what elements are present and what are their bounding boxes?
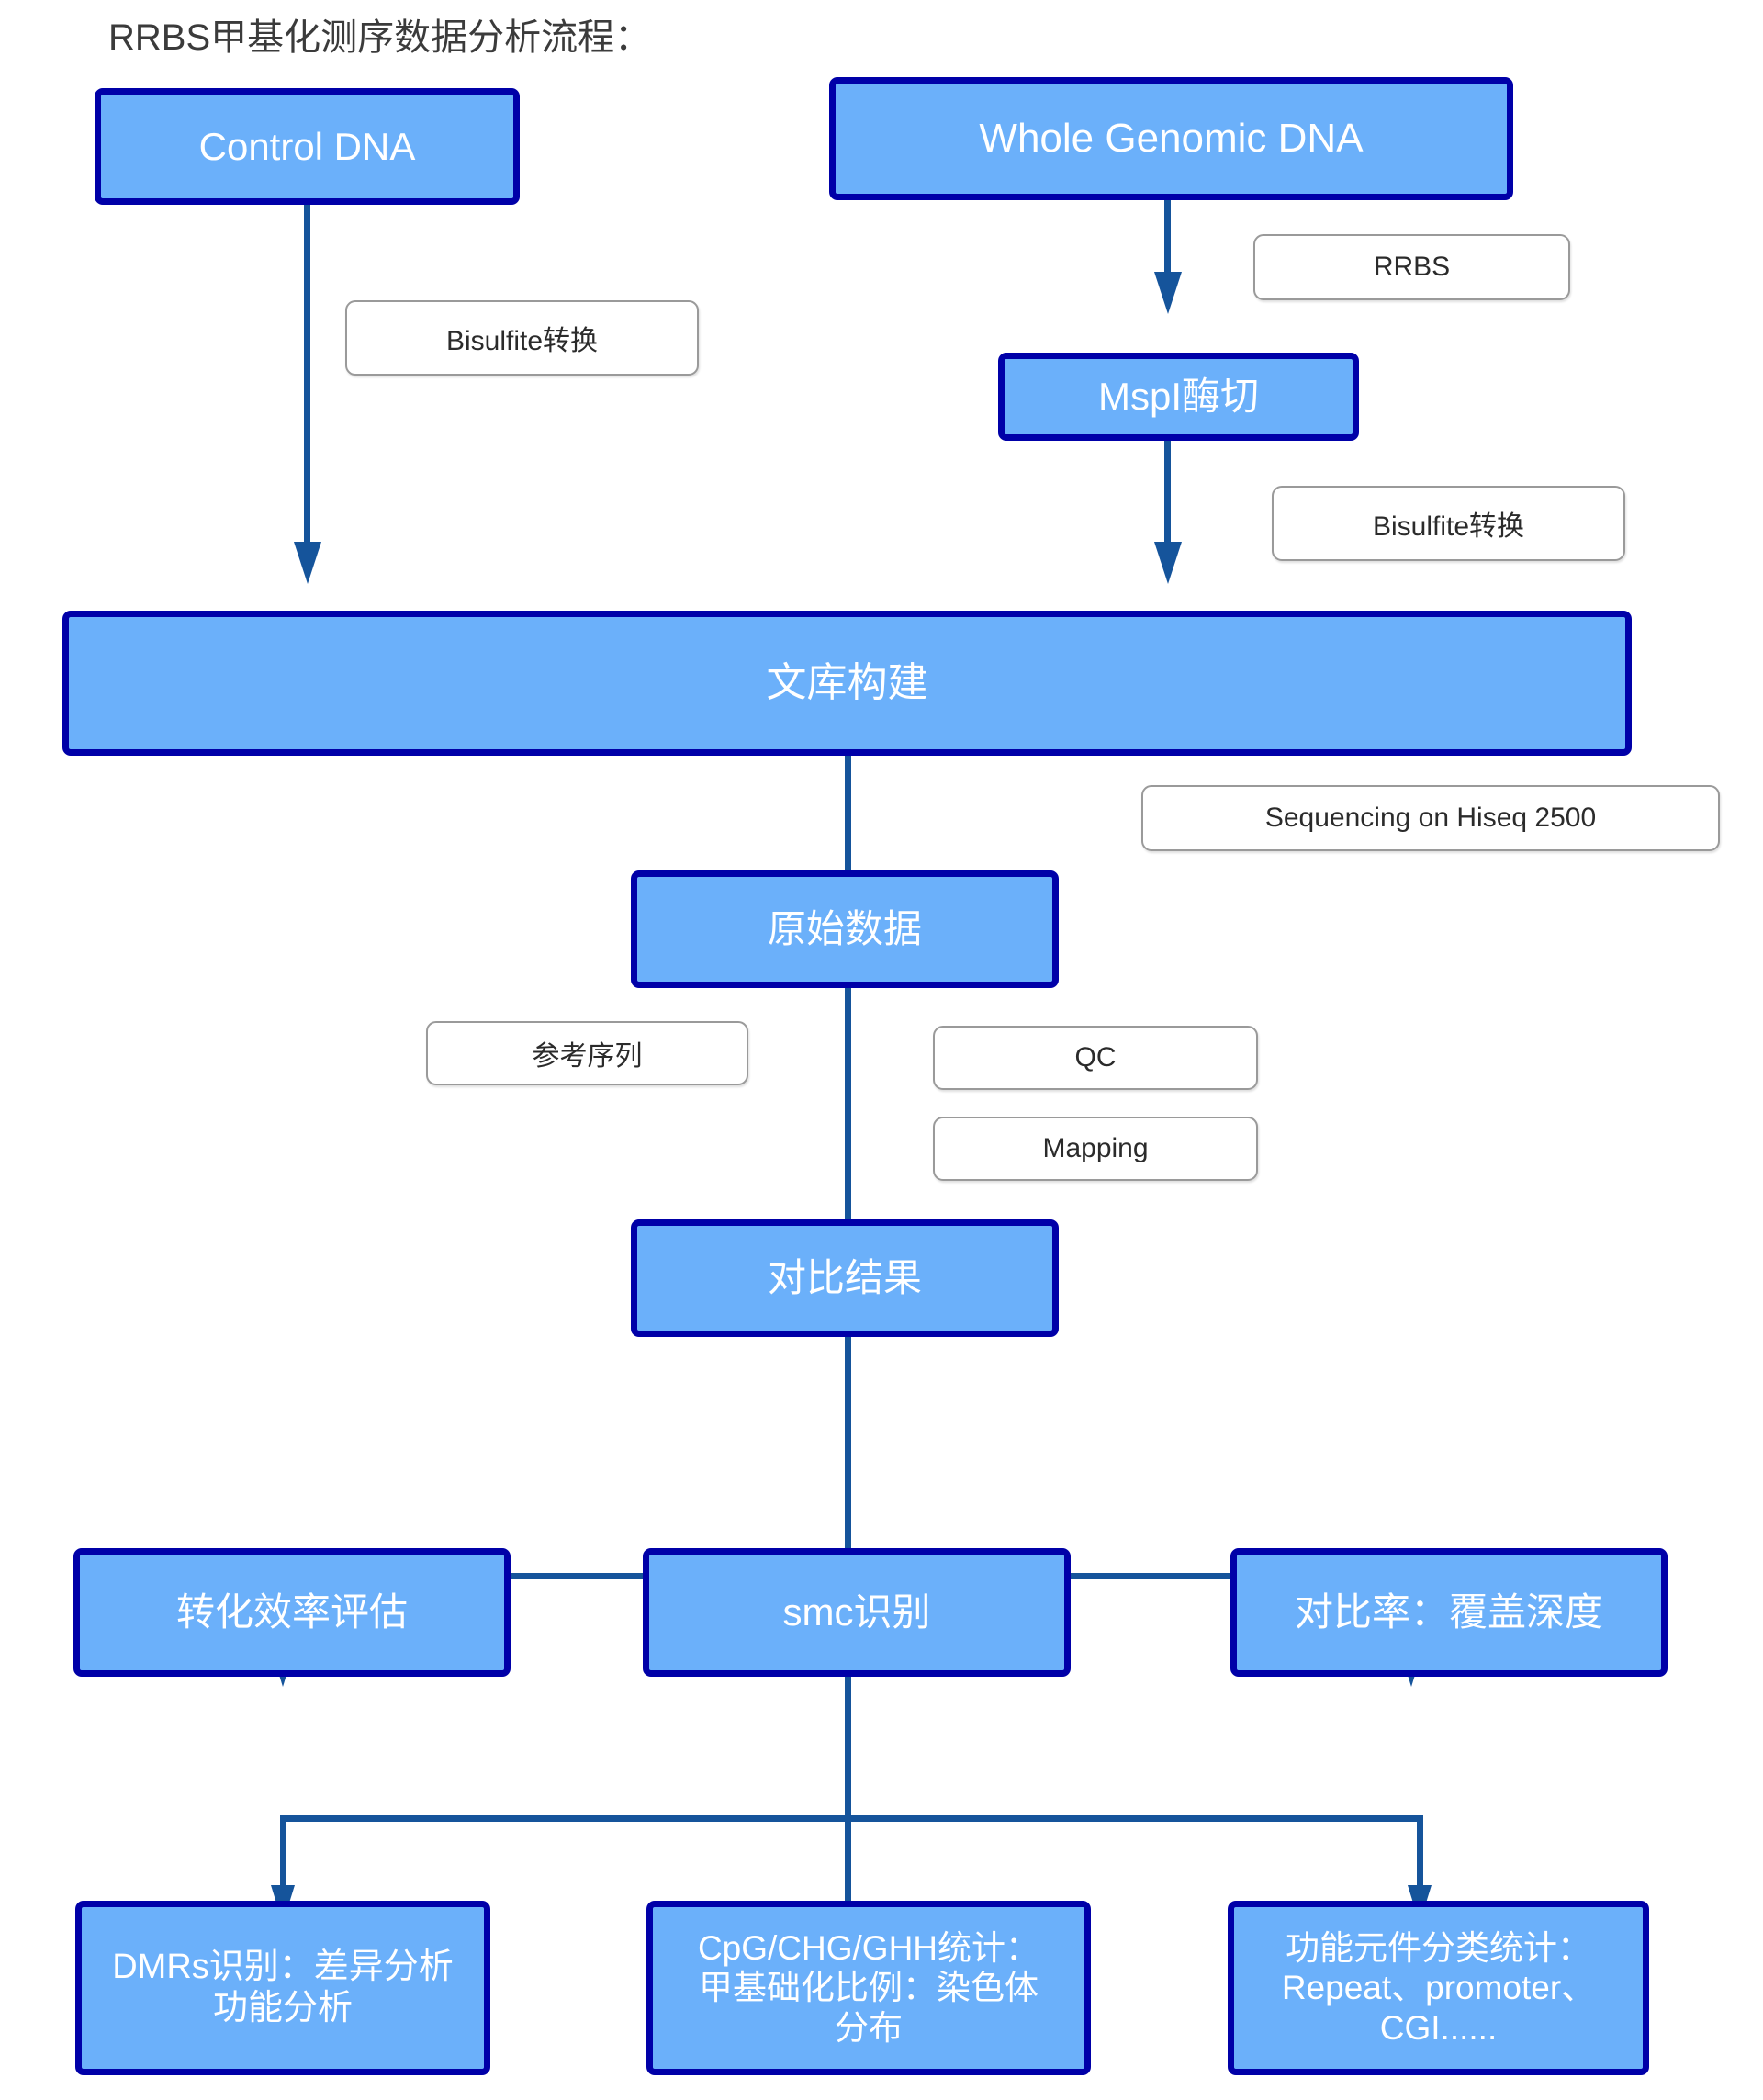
- node-dmrs[interactable]: DMRs识别：差异分析 功能分析: [75, 1901, 490, 2075]
- connector-smc-right-drop: [1417, 1815, 1423, 1900]
- connector-alignment-stem: [845, 1337, 851, 1574]
- node-mspi[interactable]: MspI酶切: [998, 353, 1359, 441]
- connector-genomic-to-mspi: [1164, 200, 1171, 288]
- label-mapping: Mapping: [933, 1117, 1258, 1181]
- page-title: RRBS甲基化测序数据分析流程：: [108, 17, 652, 58]
- node-library-construction[interactable]: 文库构建: [62, 611, 1632, 756]
- connector-smc-left-drop: [280, 1815, 286, 1900]
- connector-library-to-rawdata: [845, 756, 851, 877]
- connector-smc-center-drop: [845, 1815, 851, 1921]
- node-feature-statistics[interactable]: 功能元件分类统计： Repeat、promoter、 CGI......: [1228, 1901, 1649, 2075]
- arrowhead-genomic-to-mspi: [1154, 272, 1182, 314]
- label-bisulfite-left: Bisulfite转换: [345, 300, 699, 376]
- label-reference-sequence: 参考序列: [426, 1021, 748, 1085]
- node-alignment-result[interactable]: 对比结果: [631, 1219, 1059, 1337]
- connector-rawdata-to-alignment: [845, 988, 851, 1219]
- label-qc: QC: [933, 1026, 1258, 1090]
- node-cpg-statistics[interactable]: CpG/CHG/GHH统计： 甲基础化比例：染色体 分布: [646, 1901, 1091, 2075]
- label-bisulfite-right: Bisulfite转换: [1272, 486, 1625, 561]
- node-control-dna[interactable]: Control DNA: [95, 88, 520, 205]
- node-whole-genomic-dna[interactable]: Whole Genomic DNA: [829, 77, 1513, 200]
- node-conversion-efficiency[interactable]: 转化效率评估: [73, 1548, 511, 1677]
- arrowhead-mspi-to-library: [1154, 542, 1182, 584]
- node-mapping-rate[interactable]: 对比率：覆盖深度: [1230, 1548, 1668, 1677]
- node-smc-identification[interactable]: smc识别: [643, 1548, 1071, 1677]
- label-rrbs: RRBS: [1253, 234, 1570, 300]
- connector-control-to-library: [304, 205, 310, 558]
- label-sequencing: Sequencing on Hiseq 2500: [1141, 785, 1720, 851]
- connector-mspi-to-library: [1164, 441, 1171, 558]
- node-raw-data[interactable]: 原始数据: [631, 870, 1059, 988]
- connector-smc-stem: [845, 1677, 851, 1822]
- connector-smc-bus: [280, 1815, 1423, 1822]
- arrowhead-control-to-library: [294, 542, 321, 584]
